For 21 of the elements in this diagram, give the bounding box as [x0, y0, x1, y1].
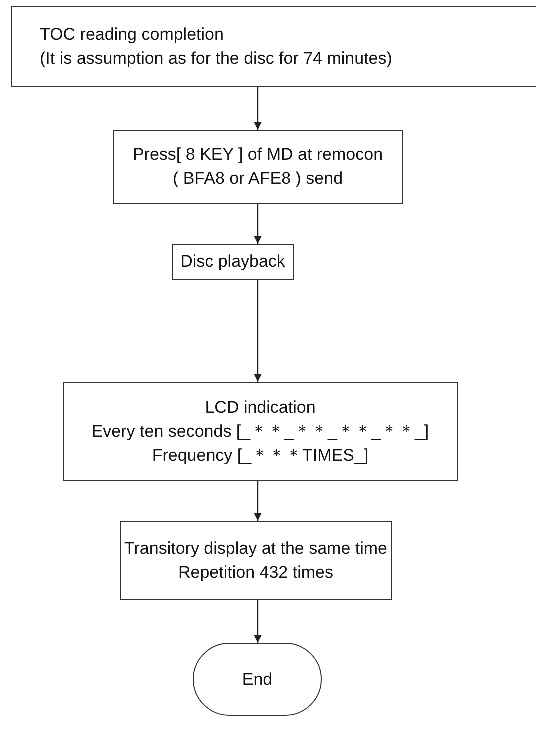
arrow: [254, 600, 262, 643]
arrow: [254, 87, 262, 130]
arrow: [254, 481, 262, 521]
box-text: End: [242, 668, 273, 690]
box-text: Transitory display at the same time: [124, 538, 388, 560]
box-text: Disc playback: [180, 251, 286, 273]
box-text: Press[ 8 KEY ] of MD at remocon: [132, 144, 384, 166]
process-box: [113, 130, 403, 204]
box-text: ( BFA8 or AFE8 ) send: [172, 168, 344, 190]
process-box: [120, 521, 392, 600]
arrow: [254, 204, 262, 244]
box-text: Every ten seconds [_＊＊_＊＊_＊＊_＊＊_]: [92, 420, 430, 442]
process-box: [63, 382, 458, 481]
box-text: TOC reading completion: [40, 24, 224, 46]
box-text: Frequency [_＊＊＊TIMES_]: [152, 444, 369, 466]
arrow: [254, 280, 262, 382]
box-text: Repetition 432 times: [178, 562, 334, 584]
box-text: LCD indication: [205, 396, 316, 418]
process-box: [11, 6, 536, 87]
box-text: (It is assumption as for the disc for 74 minutes): [40, 48, 392, 70]
process-box: [172, 244, 294, 280]
